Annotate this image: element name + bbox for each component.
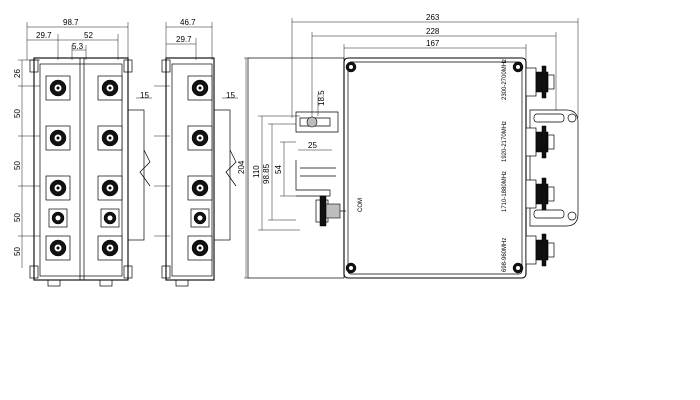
- screw-bottom-left: [345, 262, 357, 274]
- dim-front-pitch-3: 50: [13, 213, 22, 222]
- dim-front-pitch-4: 50: [13, 247, 22, 256]
- dim-height-a: 110: [252, 165, 261, 178]
- top-view: 263 228 167 204 110 98.85 54 25 18.5: [237, 13, 579, 279]
- front-view: 98.7 29.7 52 5.3 26 50 50 50 50: [13, 18, 152, 287]
- screw-top-left: [345, 61, 357, 73]
- dim-top-body: 167: [426, 39, 440, 48]
- dim-height-total: 204: [237, 160, 246, 174]
- dim-side-left-offset: 29.7: [176, 35, 192, 44]
- dim-front-flange: 15: [140, 91, 149, 100]
- port-connector-2: [525, 125, 555, 159]
- dim-18-5: 18.5: [317, 90, 326, 106]
- dim-top-ports: 228: [426, 27, 440, 36]
- port-connector-1: [525, 65, 555, 99]
- dim-front-center-spacing: 52: [84, 31, 93, 40]
- screw-top-right: [512, 61, 524, 73]
- side-view: 46.7 29.7 15: [154, 18, 238, 287]
- dim-height-c: 54: [274, 165, 283, 174]
- side-connectors: [187, 75, 213, 261]
- dim-front-pitch-1: 50: [13, 109, 22, 118]
- screw-bottom-right: [512, 262, 524, 274]
- dim-height-b: 98.85: [262, 163, 271, 184]
- band-label-3: 1710-1880MHz: [502, 171, 508, 212]
- port-connector-3: [525, 177, 555, 211]
- dim-side-width: 46.7: [180, 18, 196, 27]
- com-label: COM: [358, 198, 364, 212]
- dim-top-total: 263: [426, 13, 440, 22]
- dim-25: 25: [308, 141, 317, 150]
- dim-front-left-offset: 29.7: [36, 31, 52, 40]
- dim-front-top-offset: 26: [13, 69, 22, 78]
- dim-front-width: 98.7: [63, 18, 79, 27]
- com-connector: [315, 195, 346, 227]
- port-connector-4: [525, 233, 555, 267]
- band-label-4: 698-960MHz: [502, 238, 508, 272]
- front-connectors: [45, 75, 123, 261]
- dim-front-pitch-2: 50: [13, 161, 22, 170]
- band-label-2: 1920-2170MHz: [502, 121, 508, 162]
- band-label-1: 2300-2700MHz: [502, 59, 508, 100]
- dim-front-small-gap: 5.3: [72, 42, 84, 51]
- dim-side-flange: 15: [226, 91, 235, 100]
